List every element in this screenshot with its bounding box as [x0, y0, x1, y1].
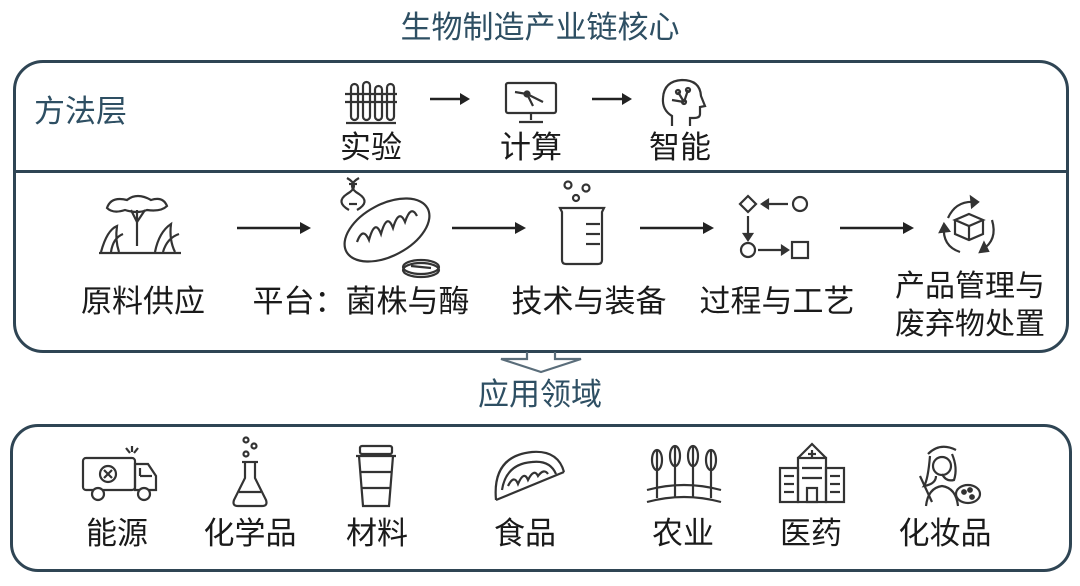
wheat-icon [646, 444, 722, 504]
chain-arrow-3 [640, 222, 714, 234]
flask-icon [232, 436, 268, 508]
core-chain-box [13, 60, 1069, 353]
application-label: 能源 [86, 516, 148, 552]
taco-icon [494, 450, 566, 502]
method-step-label: 计算 [500, 130, 562, 166]
application-label: 化妆品 [898, 516, 992, 552]
chain-stage-label: 平台：菌株与酶 [252, 284, 470, 320]
method-layer-divider [14, 170, 1068, 173]
chain-stage-label: 原料供应 [81, 284, 205, 320]
chain-arrow-1 [237, 222, 311, 234]
application-label: 医药 [780, 516, 842, 552]
test-tubes-icon [345, 80, 397, 125]
ai-brain-head-icon [661, 78, 707, 126]
application-label: 农业 [652, 516, 714, 552]
application-label: 材料 [346, 516, 408, 552]
down-arrow [500, 352, 582, 374]
method-step-label: 智能 [649, 130, 711, 166]
process-flow-icon [738, 194, 810, 260]
method-layer-label: 方法层 [34, 94, 127, 130]
chain-stage-label-line1: 产品管理与 [895, 269, 1045, 304]
applications-box [10, 424, 1072, 572]
chain-arrow-4 [840, 222, 914, 234]
chain-stage-label: 技术与装备 [511, 284, 667, 320]
core-title: 生物制造产业链核心 [400, 10, 680, 46]
hospital-icon [778, 442, 846, 504]
plants-landscape-icon [99, 194, 181, 255]
method-arrow-1 [430, 93, 470, 105]
artist-woman-icon [919, 445, 982, 507]
application-label: 食品 [494, 516, 556, 552]
method-step-label: 实验 [340, 130, 402, 166]
chain-stage-label: 过程与工艺 [699, 284, 855, 320]
chain-stage-label-line2: 废弃物处置 [895, 307, 1045, 342]
computer-monitor-icon [504, 81, 558, 124]
beaker-icon [558, 180, 606, 266]
method-arrow-2 [592, 93, 632, 105]
chain-arrow-2 [452, 222, 526, 234]
recycle-box-icon [938, 194, 995, 254]
applications-title: 应用领域 [478, 377, 602, 413]
application-label: 化学品 [203, 516, 297, 552]
cup-icon [356, 444, 396, 508]
mitochondria-dna-icon [340, 177, 441, 279]
fuel-truck-icon [81, 446, 158, 502]
